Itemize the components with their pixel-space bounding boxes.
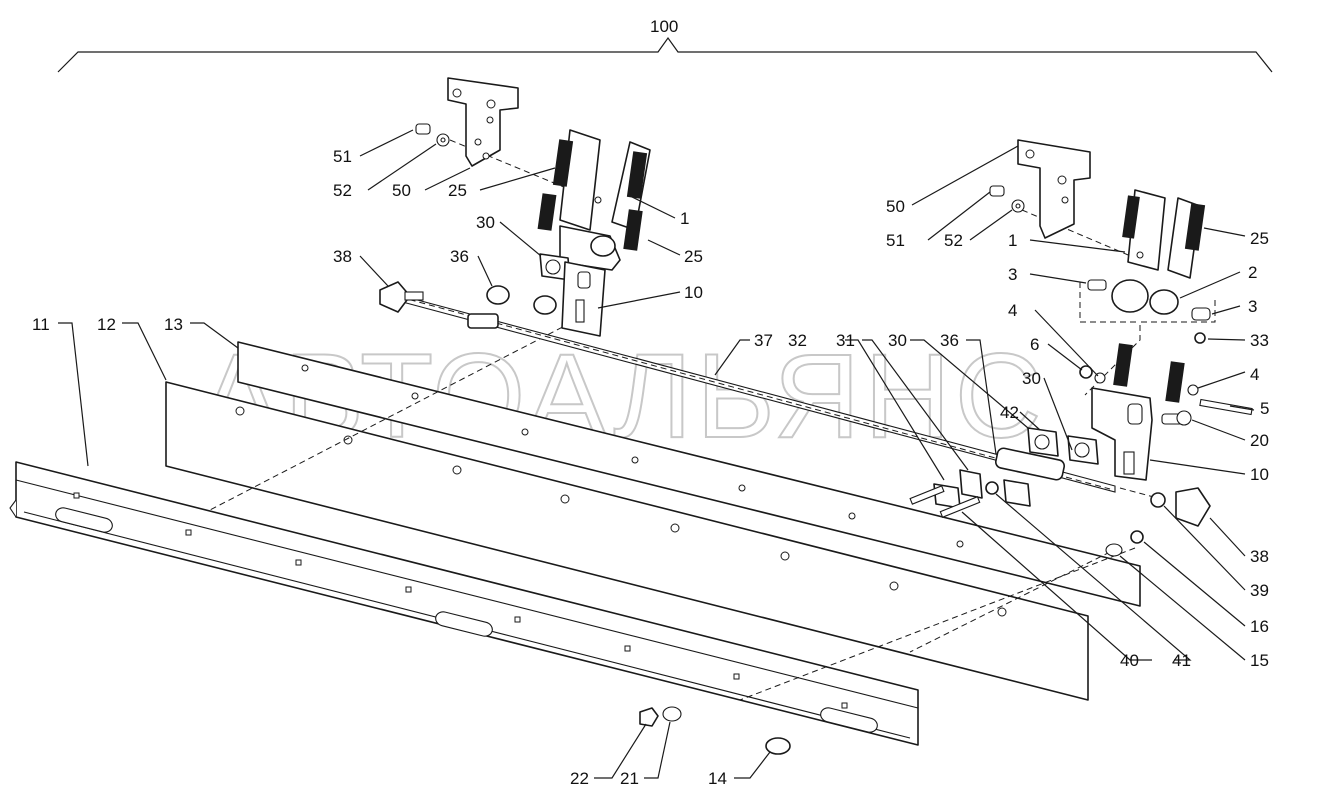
callout-50-right: 50 <box>886 197 905 216</box>
callout-50-left: 50 <box>392 181 411 200</box>
callout-31: 31 <box>836 331 855 350</box>
blocks-31-32 <box>933 469 1031 509</box>
callout-14: 14 <box>708 769 727 788</box>
washer-21 <box>662 706 682 722</box>
callout-3-lower: 3 <box>1248 297 1257 316</box>
callout-12: 12 <box>97 315 116 334</box>
nut-6 <box>1079 365 1093 379</box>
callout-2: 2 <box>1248 263 1257 282</box>
washer-15 <box>1105 543 1123 557</box>
coupling-42 <box>994 447 1066 481</box>
nut-33 <box>1194 332 1206 344</box>
callout-5: 5 <box>1260 399 1269 418</box>
callout-10-right: 10 <box>1250 465 1269 484</box>
bolt-5 <box>1199 398 1253 416</box>
assembly-line-fastener-1 <box>739 547 1136 701</box>
plate-10-left <box>561 261 606 337</box>
rail-11 <box>15 461 919 746</box>
callout-21: 21 <box>620 769 639 788</box>
callout-30-left: 30 <box>476 213 495 232</box>
spring-25-lower-right <box>1113 343 1185 403</box>
leader-lines <box>58 129 1255 779</box>
rail-slot-3 <box>820 707 878 733</box>
callout-52-left: 52 <box>333 181 352 200</box>
spring-25-right <box>1122 195 1206 251</box>
washer-52-right <box>1011 199 1025 213</box>
callout-38-right: 38 <box>1250 547 1269 566</box>
callout-36-mid: 36 <box>940 331 959 350</box>
bracket-50-right <box>1017 139 1091 239</box>
callout-32: 32 <box>788 331 807 350</box>
assembly-line-knob-right <box>1119 487 1166 501</box>
callout-3-upper: 3 <box>1008 265 1017 284</box>
callout-40: 40 <box>1120 651 1139 670</box>
callout-33: 33 <box>1250 331 1269 350</box>
callout-1-right: 1 <box>1008 231 1017 250</box>
plate-10-right <box>1091 387 1153 481</box>
assembly-line-fastener-2 <box>909 551 1111 653</box>
callout-42: 42 <box>1000 403 1019 422</box>
bushing-36-left <box>486 285 557 315</box>
pin-20 <box>1161 410 1192 426</box>
callout-6: 6 <box>1030 335 1039 354</box>
callout-11: 11 <box>32 315 50 334</box>
collar-left <box>467 313 499 329</box>
rivet-14 <box>765 737 791 755</box>
callout-51-left: 51 <box>333 147 352 166</box>
bracket-50-left <box>447 77 519 167</box>
panel-13 <box>237 341 1141 607</box>
callout-1-left: 1 <box>680 209 689 228</box>
callout-38-left: 38 <box>333 247 352 266</box>
rail-slot-1 <box>55 507 113 533</box>
washer-52-left <box>436 133 450 147</box>
callout-4-upper: 4 <box>1008 301 1017 320</box>
pin-3-right <box>1087 279 1211 321</box>
callout-30-right: 30 <box>1022 369 1041 388</box>
pivot-block-left <box>559 225 621 271</box>
callout-37: 37 <box>754 331 773 350</box>
callout-39: 39 <box>1250 581 1269 600</box>
callout-30-mid: 30 <box>888 331 907 350</box>
pivot-2 <box>1111 279 1179 315</box>
spring-25-left <box>537 139 648 251</box>
clamp-30-right <box>1027 427 1099 465</box>
panel-13-holes <box>301 364 964 548</box>
callout-labels: 100 51 52 50 25 1 30 25 38 36 10 11 12 1… <box>32 17 1269 788</box>
nut-22 <box>639 707 659 727</box>
clamp-30-left <box>539 253 571 281</box>
rail-11-edge <box>9 479 919 709</box>
callout-36-left: 36 <box>450 247 469 266</box>
shaft-37-dashes <box>399 296 1111 490</box>
callout-10-left: 10 <box>684 283 703 302</box>
rail-11-holes <box>73 492 848 709</box>
bolt-51-right <box>989 185 1005 197</box>
callout-20: 20 <box>1250 431 1269 450</box>
callout-25-left: 25 <box>684 247 703 266</box>
knob-38-left <box>379 281 424 313</box>
callout-100: 100 <box>650 17 678 36</box>
callout-15: 15 <box>1250 651 1269 670</box>
callout-25-top-left: 25 <box>448 181 467 200</box>
nut-39 <box>1150 492 1166 508</box>
rail-slot-2 <box>435 611 493 637</box>
callout-13: 13 <box>164 315 183 334</box>
assembly-brace <box>57 36 1273 73</box>
callout-16: 16 <box>1250 617 1269 636</box>
callout-51-right: 51 <box>886 231 905 250</box>
nut-41 <box>985 481 999 495</box>
callout-22: 22 <box>570 769 589 788</box>
bolt-40 <box>939 496 981 518</box>
bolt-51-left <box>415 123 431 135</box>
callout-4-lower: 4 <box>1250 365 1259 384</box>
panel-12 <box>165 381 1089 701</box>
nut-16 <box>1130 530 1144 544</box>
callout-25-right: 25 <box>1250 229 1269 248</box>
knob-38-right <box>1175 487 1211 527</box>
bolt-32 <box>909 485 945 505</box>
callout-41: 41 <box>1172 651 1191 670</box>
callout-52-right: 52 <box>944 231 963 250</box>
